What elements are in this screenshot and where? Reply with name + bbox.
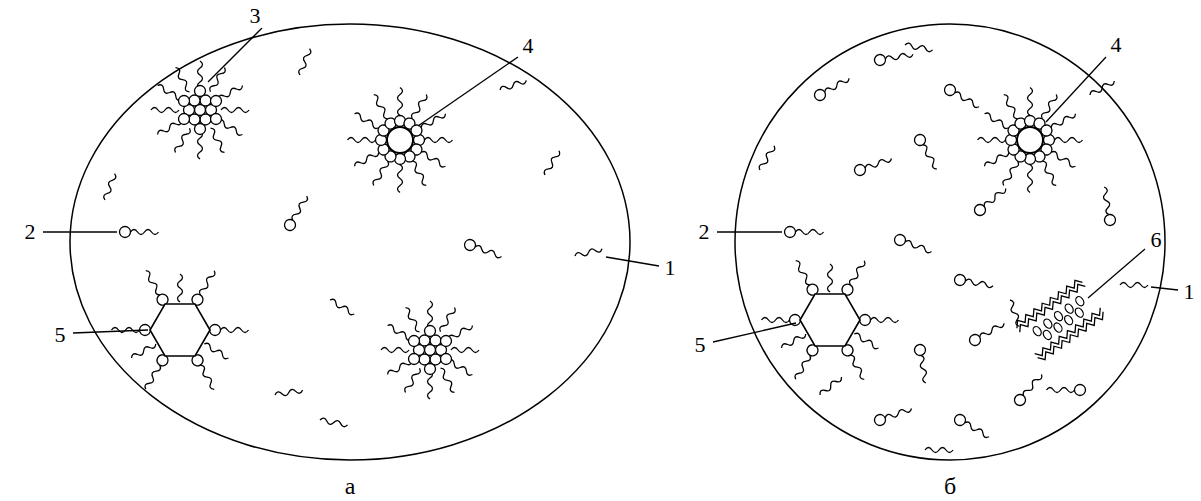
label-holder: 5 [54, 324, 67, 346]
callout-number: 1 [664, 255, 677, 280]
label-holder: б [943, 474, 957, 498]
label-holder: 6 [1150, 229, 1163, 251]
callout-number: 3 [249, 3, 262, 28]
callout-number: 2 [698, 219, 711, 244]
callout-number: 4 [1110, 32, 1123, 57]
panel-letter: а [344, 473, 357, 499]
callout-number: 2 [24, 219, 37, 244]
callout-number: 1 [1183, 279, 1196, 304]
label-holder: а [344, 474, 357, 498]
callout-number: 4 [522, 33, 535, 58]
label-holder: 4 [1110, 34, 1123, 56]
label-holder: 5 [694, 334, 707, 356]
callout-number: 5 [54, 322, 67, 347]
callout-number: 5 [694, 332, 707, 357]
label-holder: 1 [664, 257, 677, 279]
label-holder: 2 [24, 221, 37, 243]
label-holder: 2 [698, 221, 711, 243]
label-holder: 3 [249, 5, 262, 27]
label-holder: 4 [522, 35, 535, 57]
label-holder: 1 [1183, 281, 1196, 303]
panel-letter: б [943, 473, 957, 499]
callout-number: 6 [1150, 227, 1163, 252]
